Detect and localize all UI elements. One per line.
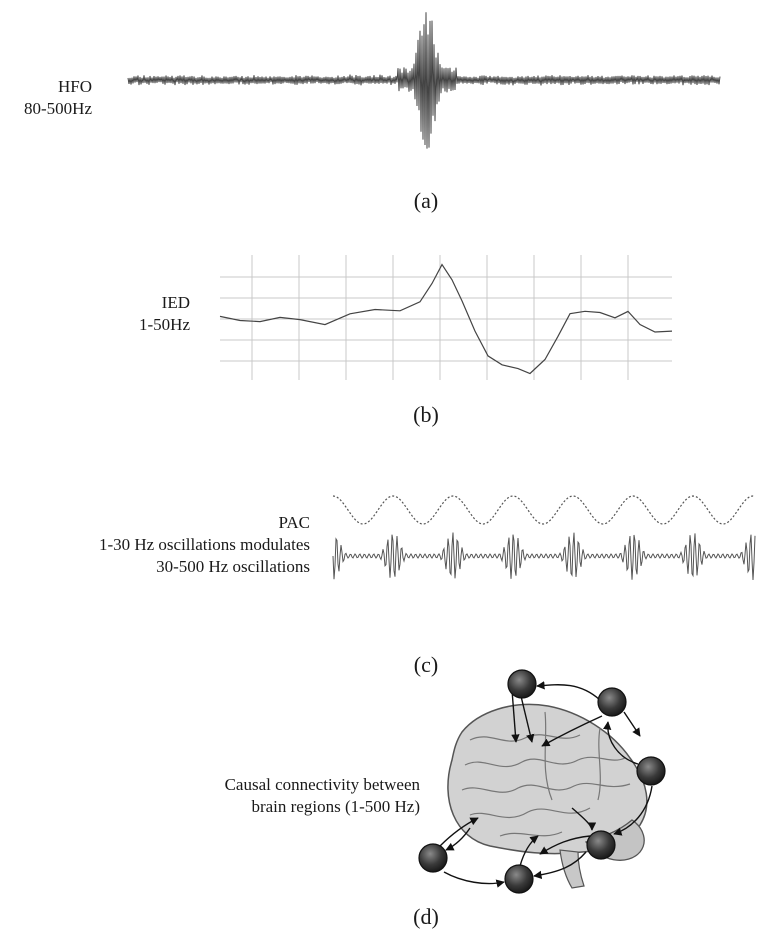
brain-icon xyxy=(447,703,648,889)
edge-n5-n6 xyxy=(443,871,505,888)
edge-n2-n1 xyxy=(536,681,601,701)
connectivity-label-line1: Causal connectivity between xyxy=(224,775,420,794)
edge-n5-brain xyxy=(439,817,479,847)
node-5 xyxy=(418,843,448,873)
pac-fast-wave xyxy=(332,532,756,581)
edge-brain-n4 xyxy=(571,807,597,831)
ied-waveform xyxy=(219,263,673,375)
pac-label-low: 1-30 Hz oscillations modulates xyxy=(98,535,310,554)
ied-label-title: IED xyxy=(161,293,190,312)
edge-n1-brain-a xyxy=(511,689,520,743)
node-1 xyxy=(507,669,537,699)
edge-n1-brain-b xyxy=(519,691,535,743)
hfo-label-title: HFO xyxy=(57,77,92,96)
caption-d: (d) xyxy=(413,904,439,929)
network-edges xyxy=(439,681,653,888)
node-6 xyxy=(504,864,534,894)
edge-n2-n3 xyxy=(623,711,641,737)
ied-label-band: 1-50Hz xyxy=(139,315,190,334)
pac-label-high: 30-500 Hz oscillations xyxy=(156,557,310,576)
hfo-waveform xyxy=(127,12,721,149)
brain-gyri xyxy=(461,711,631,837)
node-4 xyxy=(586,830,616,860)
hfo-label-band: 80-500Hz xyxy=(24,99,92,118)
edge-n2-brain xyxy=(541,715,603,747)
connectivity-label-line2: brain regions (1-500 Hz) xyxy=(251,797,420,816)
pac-label: PAC 1-30 Hz oscillations modulates 30-50… xyxy=(0,512,310,578)
node-3 xyxy=(636,756,666,786)
edge-n3-n4 xyxy=(613,785,653,836)
edge-brain-n5 xyxy=(445,827,471,851)
network-nodes xyxy=(418,669,666,894)
ied-label: IED 1-50Hz xyxy=(100,292,190,336)
pac-slow-wave xyxy=(332,495,756,525)
caption-c: (c) xyxy=(413,652,439,677)
pac-label-title: PAC xyxy=(278,513,310,532)
connectivity-label: Causal connectivity between brain region… xyxy=(100,774,420,818)
edge-n4-brain xyxy=(539,835,591,855)
edge-n4-n6 xyxy=(533,851,587,880)
caption-b: (b) xyxy=(413,402,439,427)
edge-n6-brain xyxy=(519,835,539,867)
hfo-label: HFO 80-500Hz xyxy=(0,76,92,120)
edge-n3-n2 xyxy=(602,721,639,765)
node-2 xyxy=(597,687,627,717)
caption-a: (a) xyxy=(413,188,439,213)
